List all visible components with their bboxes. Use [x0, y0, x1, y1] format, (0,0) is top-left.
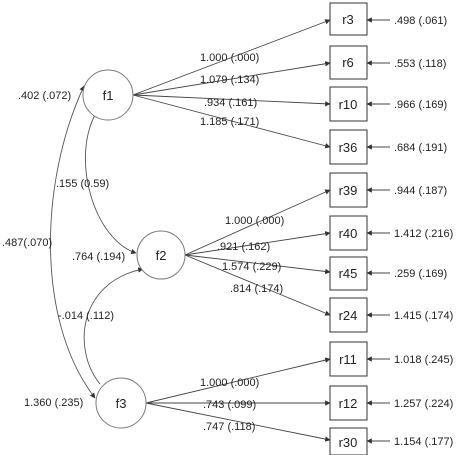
loading-label-r30: .747 (.118) [203, 421, 255, 433]
loading-label-r6: 1.079 (.134) [200, 74, 259, 86]
variance-label-f1: .402 (.072) [18, 90, 71, 102]
item-label-r36: r36 [339, 140, 358, 155]
loading-path-r36 [132, 94, 331, 149]
loading-label-r40: .921 (.162) [217, 241, 270, 253]
error-label-r40: 1.412 (.216) [394, 228, 453, 240]
error-label-r11: 1.018 (.245) [394, 354, 453, 366]
factor-label-f3: f3 [116, 396, 127, 411]
loading-label-r24: .814 (.174) [230, 283, 283, 295]
loading-path-r10 [132, 94, 331, 107]
item-label-r30: r30 [339, 435, 358, 450]
covariance-curve-f2-f3 [83, 267, 144, 385]
item-node-r45: r45 .259 (.169) [329, 256, 447, 291]
loading-paths [132, 19, 331, 442]
item-label-r3: r3 [342, 12, 354, 27]
loading-label-r39: 1.000 (.000) [225, 215, 284, 227]
variance-label-f2: .764 (.194) [72, 251, 125, 263]
item-label-r6: r6 [342, 55, 354, 70]
item-node-r12: r12 1.257 (.224) [329, 385, 453, 421]
loading-path-r30 [145, 402, 331, 442]
item-label-r39: r39 [339, 183, 358, 198]
loading-path-r24 [184, 254, 331, 316]
item-label-r40: r40 [339, 226, 358, 241]
factor-node-f2: f2 [136, 230, 186, 280]
loading-label-r36: 1.185 (.171) [200, 116, 259, 128]
item-node-r11: r11 1.018 (.245) [329, 341, 453, 377]
error-label-r39: .944 (.187) [394, 185, 447, 197]
loading-path-r45 [184, 254, 331, 275]
item-label-r24: r24 [339, 308, 358, 323]
loading-path-r11 [145, 357, 331, 404]
loading-labels: 1.000 (.000) 1.079 (.134) .934 (.161) 1.… [200, 52, 284, 433]
item-node-r3: r3 .498 (.061) [329, 2, 447, 36]
error-label-r12: 1.257 (.224) [394, 398, 453, 410]
error-label-r36: .684 (.191) [394, 142, 447, 154]
error-label-r30: 1.154 (.177) [394, 436, 453, 448]
error-label-r45: .259 (.169) [394, 268, 447, 280]
item-node-r40: r40 1.412 (.216) [329, 215, 453, 251]
covariance-label-f2-f3: -.014 (.112) [58, 310, 114, 322]
item-node-r30: r30 1.154 (.177) [329, 427, 453, 455]
item-label-r45: r45 [339, 266, 358, 281]
variance-label-f3: 1.360 (.235) [24, 397, 83, 409]
loading-label-r12: .743 (.099) [203, 399, 256, 411]
factor-label-f1: f1 [103, 88, 114, 103]
loading-label-r11: 1.000 (.000) [200, 377, 259, 389]
loading-label-r10: .934 (.161) [204, 97, 257, 109]
covariance-label-f1-f3: .487(.070) [2, 237, 52, 249]
loading-label-r45: 1.574 (.229) [222, 261, 281, 273]
error-label-r10: .966 (.169) [394, 99, 447, 111]
item-node-r6: r6 .553 (.118) [329, 45, 446, 80]
loading-path-r6 [132, 61, 331, 96]
loading-path-r39 [184, 189, 331, 256]
item-node-r39: r39 .944 (.187) [329, 172, 447, 208]
item-node-r24: r24 1.415 (.174) [329, 297, 453, 333]
item-label-r11: r11 [339, 352, 357, 367]
loading-path-r40 [184, 231, 331, 256]
factor-node-f3: f3 [95, 377, 147, 429]
factor-node-f1: f1 [82, 69, 134, 121]
covariance-curve-f1-f3 [50, 85, 96, 399]
error-label-r3: .498 (.061) [394, 15, 447, 27]
factor-label-f2: f2 [156, 248, 167, 263]
error-label-r6: .553 (.118) [394, 58, 446, 70]
loading-path-r3 [132, 19, 331, 96]
item-label-r10: r10 [339, 97, 358, 112]
covariance-label-f1-f2: .155 (0.59) [56, 178, 109, 190]
item-node-r36: r36 .684 (.191) [329, 129, 447, 165]
item-node-r10: r10 .966 (.169) [329, 86, 447, 122]
loading-label-r3: 1.000 (.000) [200, 52, 259, 64]
error-label-r24: 1.415 (.174) [394, 310, 453, 322]
item-label-r12: r12 [339, 396, 358, 411]
